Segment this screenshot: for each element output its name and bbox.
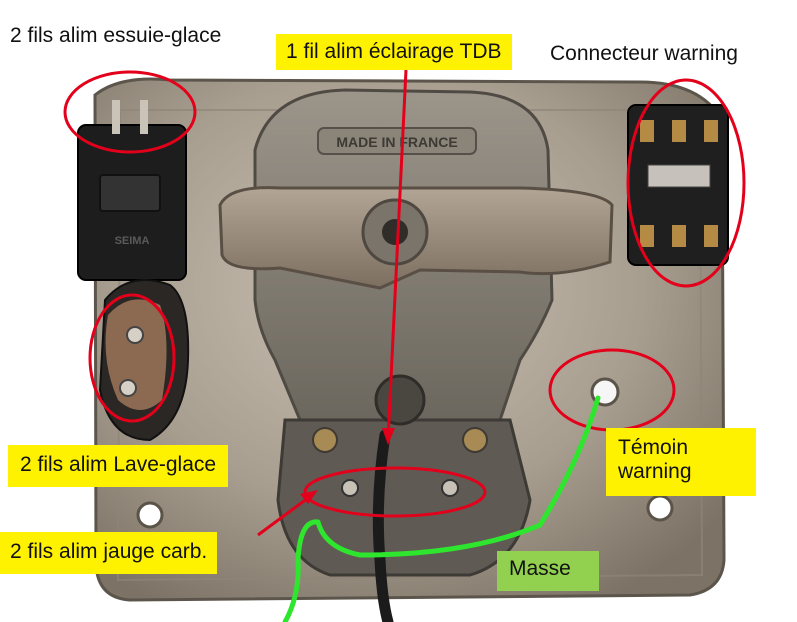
wiper-switch-slot: [99, 174, 161, 212]
made-in-france-plate: [317, 127, 477, 155]
mounting-hole: [646, 494, 674, 522]
wiper-pin: [140, 100, 148, 134]
dashboard-light-wire-label: 1 fil alim éclairage TDB: [276, 34, 512, 71]
wiper-wires-label: 2 fils alim essuie-glace: [10, 24, 222, 47]
connector-pin: [704, 225, 718, 247]
terminal: [312, 427, 338, 453]
mounting-hole: [136, 501, 164, 529]
wiper-pin: [112, 100, 120, 134]
made-in-france-marking: MADE IN FRANCE: [336, 134, 457, 150]
connector-screw: [441, 479, 459, 497]
warning-light-label: Témoin warning: [606, 428, 756, 497]
dashboard-light-arrow-head: [382, 428, 395, 445]
fuel-gauge-arrow: [257, 493, 313, 537]
washer-highlight-ellipse: [88, 293, 176, 423]
warning-connector-highlight-ellipse: [626, 78, 746, 288]
terminal: [462, 427, 488, 453]
lamp-socket: [374, 374, 426, 426]
wiper-highlight-ellipse: [63, 70, 197, 154]
connector-pin: [672, 120, 686, 142]
washer-wires-label: 2 fils alim Lave-glace: [8, 445, 229, 488]
fuel-gauge-wires-label: 2 fils alim jauge carb.: [0, 532, 218, 575]
fuel-gauge-arrow-head: [300, 490, 318, 504]
ground-label: Masse: [497, 551, 599, 592]
dashboard-light-arrow: [386, 69, 408, 441]
connector-pin: [640, 120, 654, 142]
fuel-gauge-highlight-ellipse: [303, 466, 487, 518]
washer-pin: [119, 379, 137, 397]
ground-wire: [282, 395, 601, 622]
washer-pin: [126, 326, 144, 344]
warning-connector-label-text: Connecteur warning: [550, 42, 738, 65]
washer-plug-face: [105, 299, 167, 410]
warning-connector-label: [647, 164, 711, 188]
center-bore: [382, 219, 408, 245]
connector-pin: [704, 120, 718, 142]
connector-pin: [672, 225, 686, 247]
connector-screw: [341, 479, 359, 497]
lower-housing: [276, 418, 532, 577]
seima-marking: SEIMA: [115, 235, 150, 247]
connector-pin: [640, 225, 654, 247]
